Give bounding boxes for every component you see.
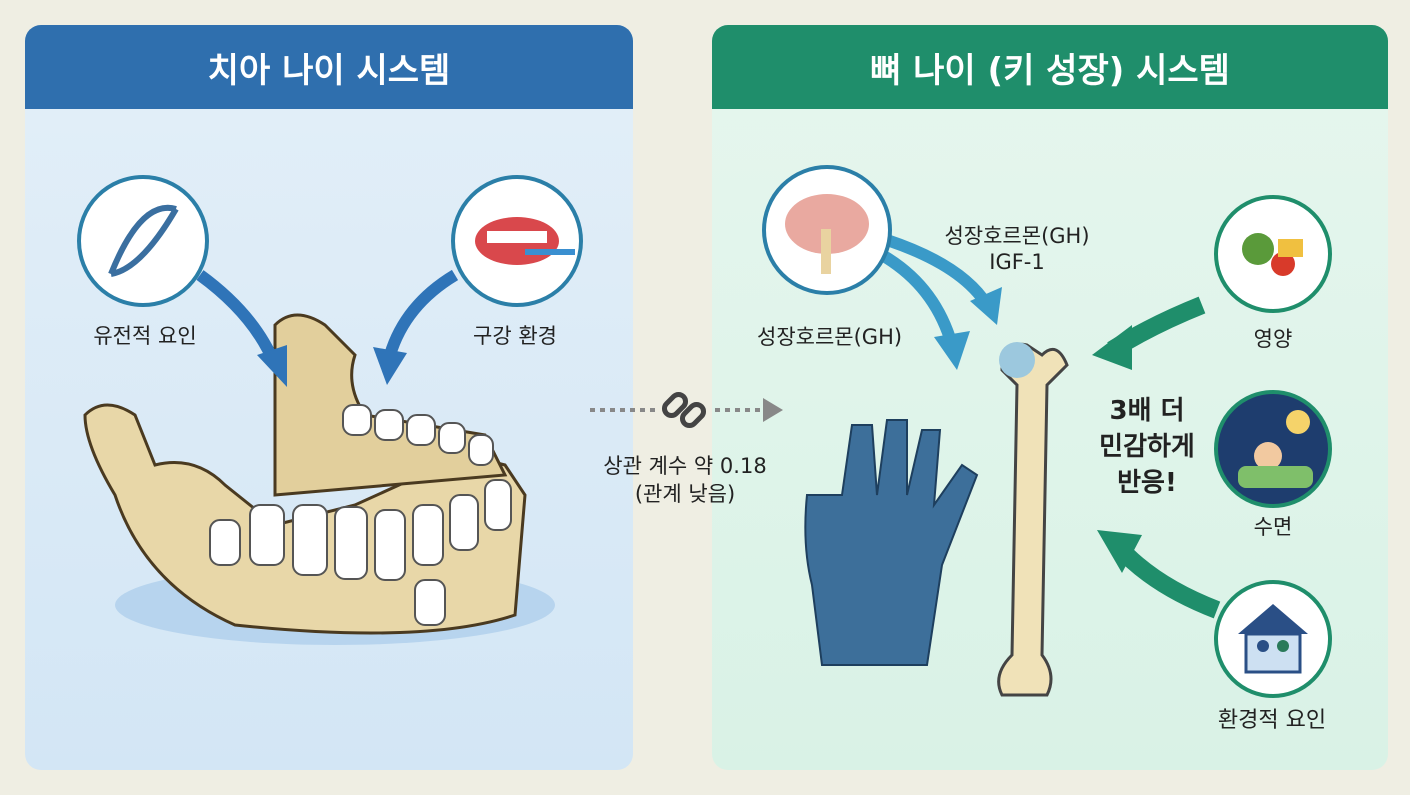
- correlation-value: 상관 계수 약 0.18: [603, 454, 767, 478]
- tooth-age-title: 치아 나이 시스템: [25, 25, 633, 109]
- sensitivity-callout: 3배 더 민감하게 반응!: [1082, 393, 1212, 501]
- sensitivity-line2: 민감하게: [1099, 432, 1195, 462]
- correlation-label: 상관 계수 약 0.18 (관계 낮음): [578, 452, 792, 508]
- genetic-factor-label: 유전적 요인: [93, 324, 197, 348]
- igf-text: IGF-1: [989, 250, 1045, 274]
- jaw-illustration: [83, 269, 555, 645]
- growth-hormone-label: 성장호르몬(GH): [757, 325, 903, 349]
- sleep-icon: [1214, 390, 1332, 508]
- sensitivity-line3: 반응!: [1117, 468, 1177, 498]
- dna-icon: [77, 175, 209, 307]
- bone-age-panel: 뼈 나이 (키 성장) 시스템 성장호르몬(GH) 성장호르몬(GH) IGF-…: [712, 25, 1388, 770]
- sensitivity-line1: 3배 더: [1109, 396, 1185, 426]
- brain-icon: [762, 165, 892, 295]
- sleep-label: 수면: [1253, 515, 1293, 539]
- mouth-toothbrush-icon: [451, 175, 583, 307]
- broken-link-icon: [590, 391, 783, 429]
- environment-label: 환경적 요인: [1217, 708, 1327, 733]
- gh-text: 성장호르몬(GH): [944, 224, 1090, 248]
- family-home-icon: [1214, 580, 1332, 698]
- bone-age-title: 뼈 나이 (키 성장) 시스템: [712, 25, 1388, 109]
- oral-environment-label: 구강 환경: [473, 324, 557, 348]
- food-icon: [1214, 195, 1332, 313]
- bone-hand-illustration: [804, 234, 1221, 697]
- tooth-age-panel: 치아 나이 시스템 유전적 요인 구강 환경: [25, 25, 633, 770]
- correlation-note: (관계 낮음): [634, 482, 736, 506]
- nutrition-label: 영양: [1253, 327, 1293, 351]
- growth-hormone-igf-label: 성장호르몬(GH) IGF-1: [927, 220, 1107, 274]
